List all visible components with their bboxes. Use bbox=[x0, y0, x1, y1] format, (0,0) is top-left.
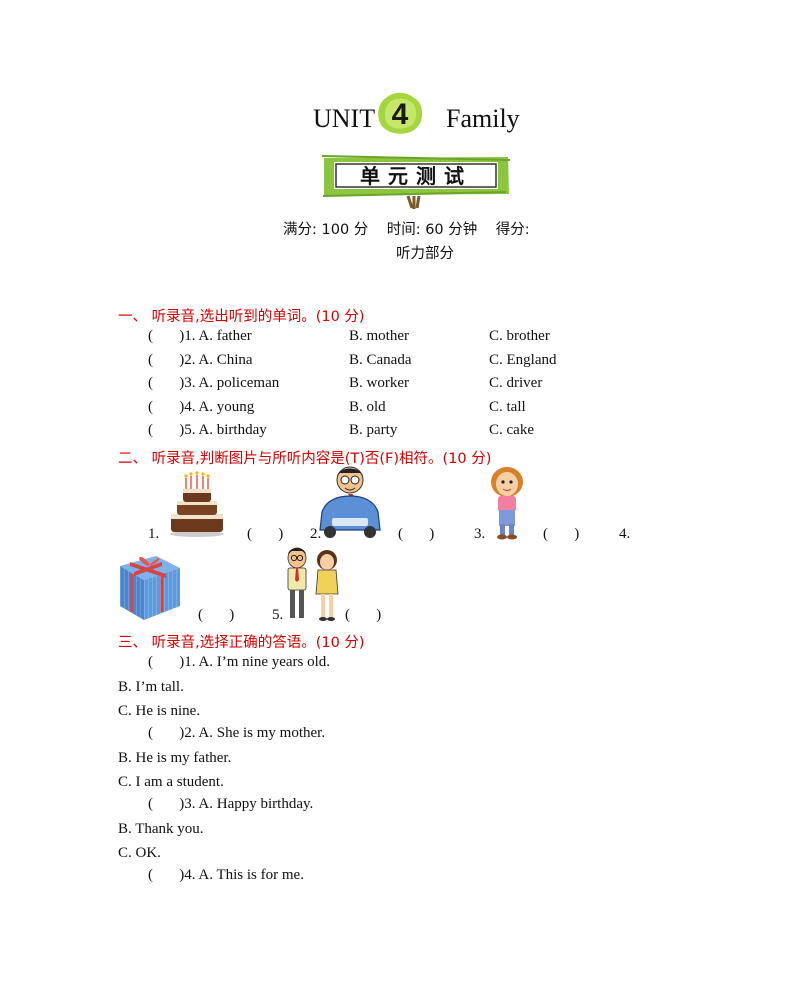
s2-label-1: 1. bbox=[148, 526, 160, 542]
s3-q3-stem: ( )3. A. Happy birthday. bbox=[148, 796, 314, 812]
s3-q2-option-b: B. He is my father. bbox=[118, 750, 232, 766]
s1-q1-option-c: C. brother bbox=[489, 328, 550, 344]
section-3-heading: 三、 听录音,选择正确的答语。(10 分) bbox=[118, 635, 365, 651]
girl-image bbox=[491, 467, 523, 540]
s2-answer-5: ( ) bbox=[345, 607, 382, 623]
s3-q2-stem: ( )2. A. She is my mother. bbox=[148, 725, 326, 741]
unit-number-badge: 4 bbox=[378, 92, 423, 134]
section-2-heading: 二、 听录音,判断图片与所听内容是(T)否(F)相符。(10 分) bbox=[118, 451, 492, 467]
s1-q2-option-b: B. Canada bbox=[349, 352, 412, 368]
s2-answer-4: ( ) bbox=[198, 607, 235, 623]
s1-q1-option-b: B. mother bbox=[349, 328, 409, 344]
unit-title: Family bbox=[446, 104, 520, 133]
s2-label-4: 4. bbox=[619, 526, 631, 542]
unit-test-banner: 单元测试 bbox=[321, 155, 511, 209]
s3-q3-option-c: C. OK. bbox=[118, 845, 161, 861]
s1-q4-stem: ( )4. A. young bbox=[148, 399, 255, 415]
s1-q1-stem: ( )1. A. father bbox=[148, 328, 252, 344]
banner-text: 单元测试 bbox=[360, 164, 472, 188]
s3-q2-option-c: C. I am a student. bbox=[118, 774, 224, 790]
s1-q5-option-b: B. party bbox=[349, 422, 398, 438]
s2-label-2: 2. bbox=[310, 526, 322, 542]
s3-q1-option-c: C. He is nine. bbox=[118, 703, 201, 719]
s1-q5-option-c: C. cake bbox=[489, 422, 534, 438]
father-and-mother-image bbox=[287, 547, 339, 621]
man-in-car-image bbox=[319, 466, 381, 538]
s3-q1-option-b: B. I’m tall. bbox=[118, 679, 184, 695]
section-1-heading: 一、 听录音,选出听到的单词。(10 分) bbox=[118, 309, 365, 325]
s1-q5-stem: ( )5. A. birthday bbox=[148, 422, 267, 438]
part-label: 听力部分 bbox=[396, 246, 454, 262]
s3-q4-stem: ( )4. A. This is for me. bbox=[148, 867, 304, 883]
s1-q3-option-b: B. worker bbox=[349, 375, 409, 391]
s1-q3-option-c: C. driver bbox=[489, 375, 543, 391]
s1-q4-option-b: B. old bbox=[349, 399, 386, 415]
s1-q2-option-c: C. England bbox=[489, 352, 557, 368]
s2-answer-1: ( ) bbox=[247, 526, 284, 542]
s1-q4-option-c: C. tall bbox=[489, 399, 526, 415]
gift-box-image bbox=[120, 556, 180, 620]
birthday-cake-image bbox=[170, 471, 224, 537]
s1-q3-stem: ( )3. A. policeman bbox=[148, 375, 280, 391]
s2-answer-2: ( ) bbox=[398, 526, 435, 542]
unit-number: 4 bbox=[392, 98, 409, 131]
s3-q1-stem: ( )1. A. I’m nine years old. bbox=[148, 654, 331, 670]
s1-q2-stem: ( )2. A. China bbox=[148, 352, 253, 368]
score-time-line: 满分: 100 分 时间: 60 分钟 得分: bbox=[283, 222, 530, 238]
s2-answer-3: ( ) bbox=[543, 526, 580, 542]
s2-label-3: 3. bbox=[474, 526, 486, 542]
s2-label-5: 5. bbox=[272, 607, 284, 623]
unit-label: UNIT bbox=[313, 104, 376, 133]
s3-q3-option-b: B. Thank you. bbox=[118, 821, 204, 837]
